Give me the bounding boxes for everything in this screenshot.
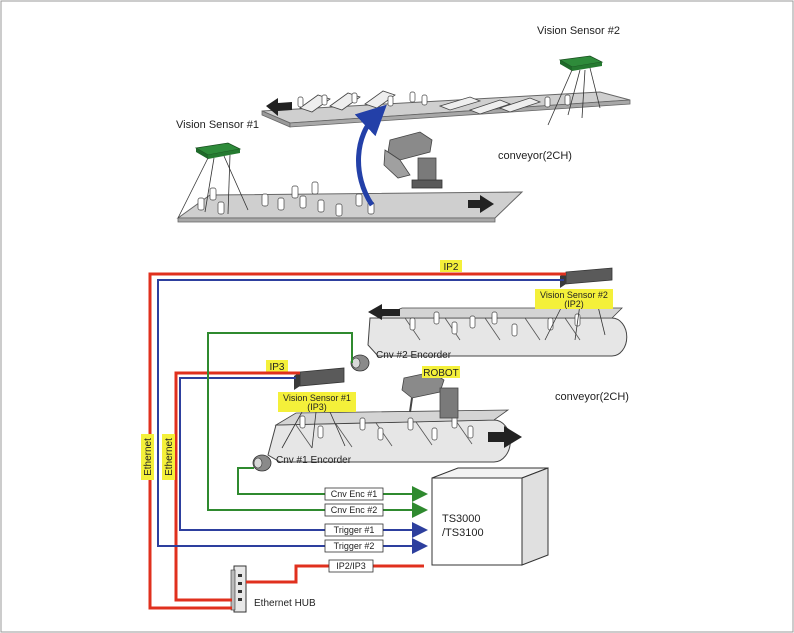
vision-sensor-1-label: Vision Sensor #1	[176, 119, 259, 131]
ip3-highlight	[266, 360, 288, 372]
cnv-enc-1-label: Cnv Enc #1	[331, 489, 378, 499]
robot-label: ROBOT	[423, 368, 459, 379]
ethernet-hub-icon	[230, 565, 247, 613]
trigger-wiring	[157, 279, 564, 554]
vision-sensor-2-label: Vision Sensor #2	[537, 25, 620, 37]
ip2-label: IP2	[443, 262, 458, 273]
bottom-robot-icon	[401, 371, 459, 419]
ethernet-label-2-group: Ethernet	[162, 434, 175, 480]
ip2-highlight	[440, 260, 462, 272]
controller-box	[431, 467, 549, 566]
bottom-schematic: Cnv #2 Encorder Vision Sensor #2 (IP2) I…	[141, 260, 629, 613]
upper-belt-arrow	[266, 98, 292, 116]
signal-labels: Cnv Enc #1 Cnv Enc #2 Trigger #1 Trigger…	[324, 487, 384, 573]
ip3-label: IP3	[269, 362, 284, 373]
robot-highlight	[422, 366, 460, 378]
ethernet-label-1-group: Ethernet	[141, 434, 154, 480]
lower-belt-arrow	[468, 195, 494, 213]
trigger-1-label: Trigger #1	[334, 525, 375, 535]
ip2-ip3-label: IP2/IP3	[336, 561, 366, 571]
controller-line1: TS3000	[442, 513, 481, 525]
vision-sensor-2-line1: Vision Sensor #2	[540, 290, 608, 300]
conveyor-2	[350, 304, 628, 372]
vision-sensor-1-highlight	[278, 392, 356, 412]
top-illustration: Vision Sensor #2 Vision	[176, 25, 631, 223]
trigger-2-label: Trigger #2	[334, 541, 375, 551]
ethernet-label-1: Ethernet	[143, 438, 154, 476]
top-conveyor-label: conveyor(2CH)	[498, 150, 572, 162]
ethernet-hub-label: Ethernet HUB	[254, 598, 316, 609]
ethernet-label-2: Ethernet	[164, 438, 175, 476]
cnv1-encoder-label: Cnv #1 Encorder	[276, 455, 352, 466]
vision-sensor-2-highlight	[535, 289, 613, 309]
vision-sensor-2-line2: (IP2)	[564, 299, 584, 309]
bottom-conveyor-label: conveyor(2CH)	[555, 391, 629, 403]
controller-line2: /TS3100	[442, 527, 484, 539]
transfer-arrow	[354, 104, 387, 207]
vision-sensor-1-line1: Vision Sensor #1	[283, 393, 351, 403]
top-robot-icon	[383, 131, 443, 189]
vision-sensor-1-line2: (IP3)	[307, 402, 327, 412]
cnv-enc-2-label: Cnv Enc #2	[331, 505, 378, 515]
cnv2-encoder-label: Cnv #2 Encorder	[376, 350, 452, 361]
